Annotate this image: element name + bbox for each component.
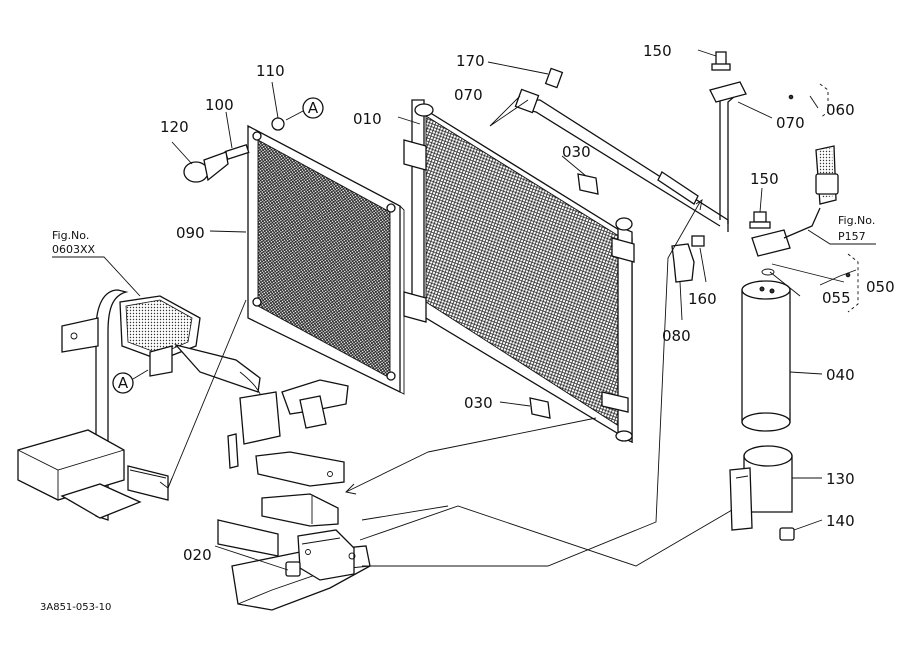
label-040: 040 <box>826 366 855 384</box>
pipe-assembly <box>514 51 839 257</box>
label-050: 050 <box>866 278 895 296</box>
label-055: 055 <box>822 289 851 307</box>
label-130: 130 <box>826 470 855 488</box>
routing-lines <box>159 199 733 567</box>
figure-reference-0603xx: Fig.No. 0603XX <box>52 229 141 297</box>
label-070-left: 070 <box>454 86 483 104</box>
label-110: 110 <box>256 62 285 80</box>
fig-left-title: Fig.No. <box>52 229 89 242</box>
diagram-code: 3A851-053-10 <box>40 602 111 613</box>
label-100: 100 <box>205 96 234 114</box>
part-030-pad-upper <box>577 173 599 195</box>
part-130-drier-bracket <box>729 445 793 531</box>
marker-a-lower-label: A <box>118 374 129 392</box>
part-010-condenser <box>403 99 635 444</box>
part-055-oring <box>761 268 775 276</box>
group-bracket-060 <box>819 83 829 119</box>
figure-reference-p157: Fig.No. P157 <box>807 214 876 245</box>
part-110-nut <box>271 117 285 131</box>
label-030-lower: 030 <box>464 394 493 412</box>
reference-marker-a-upper: A <box>302 97 324 119</box>
marker-a-lower-arrow <box>132 369 149 380</box>
group-dot-060 <box>788 94 794 100</box>
label-020: 020 <box>183 546 212 564</box>
label-080: 080 <box>662 327 691 345</box>
part-160-bolt <box>691 235 705 247</box>
label-170: 170 <box>456 52 485 70</box>
callout-labels: 010 020 030 030 040 050 055 060 070 070 … <box>160 42 895 564</box>
label-120: 120 <box>160 118 189 136</box>
part-090-screen <box>247 124 405 395</box>
mounting-bracket-assembly <box>17 289 371 611</box>
marker-a-upper-label: A <box>308 99 319 117</box>
label-140: 140 <box>826 512 855 530</box>
label-150-top: 150 <box>643 42 672 60</box>
fig-left-number: 0603XX <box>52 243 96 256</box>
part-040-receiver-drier <box>741 280 791 432</box>
label-060: 060 <box>826 101 855 119</box>
label-160: 160 <box>688 290 717 308</box>
callout-leaders <box>171 49 857 571</box>
label-030-upper: 030 <box>562 143 591 161</box>
part-100-pin <box>224 143 250 161</box>
fig-right-title: Fig.No. <box>838 214 875 227</box>
label-150-mid: 150 <box>750 170 779 188</box>
group-bracket-050 <box>847 253 859 313</box>
label-090: 090 <box>176 224 205 242</box>
label-010: 010 <box>353 110 382 128</box>
part-140-bolt <box>779 527 795 541</box>
part-020-bolt <box>285 561 301 577</box>
part-030-pad-lower <box>529 397 551 419</box>
fig-right-number: P157 <box>838 230 866 243</box>
reference-marker-a-lower: A <box>112 372 134 394</box>
part-120-knob-stem <box>203 151 229 182</box>
label-070-right: 070 <box>776 114 805 132</box>
part-080-clamp <box>671 243 695 283</box>
group-dot-050 <box>845 272 851 278</box>
marker-a-upper-arrow <box>285 110 304 121</box>
